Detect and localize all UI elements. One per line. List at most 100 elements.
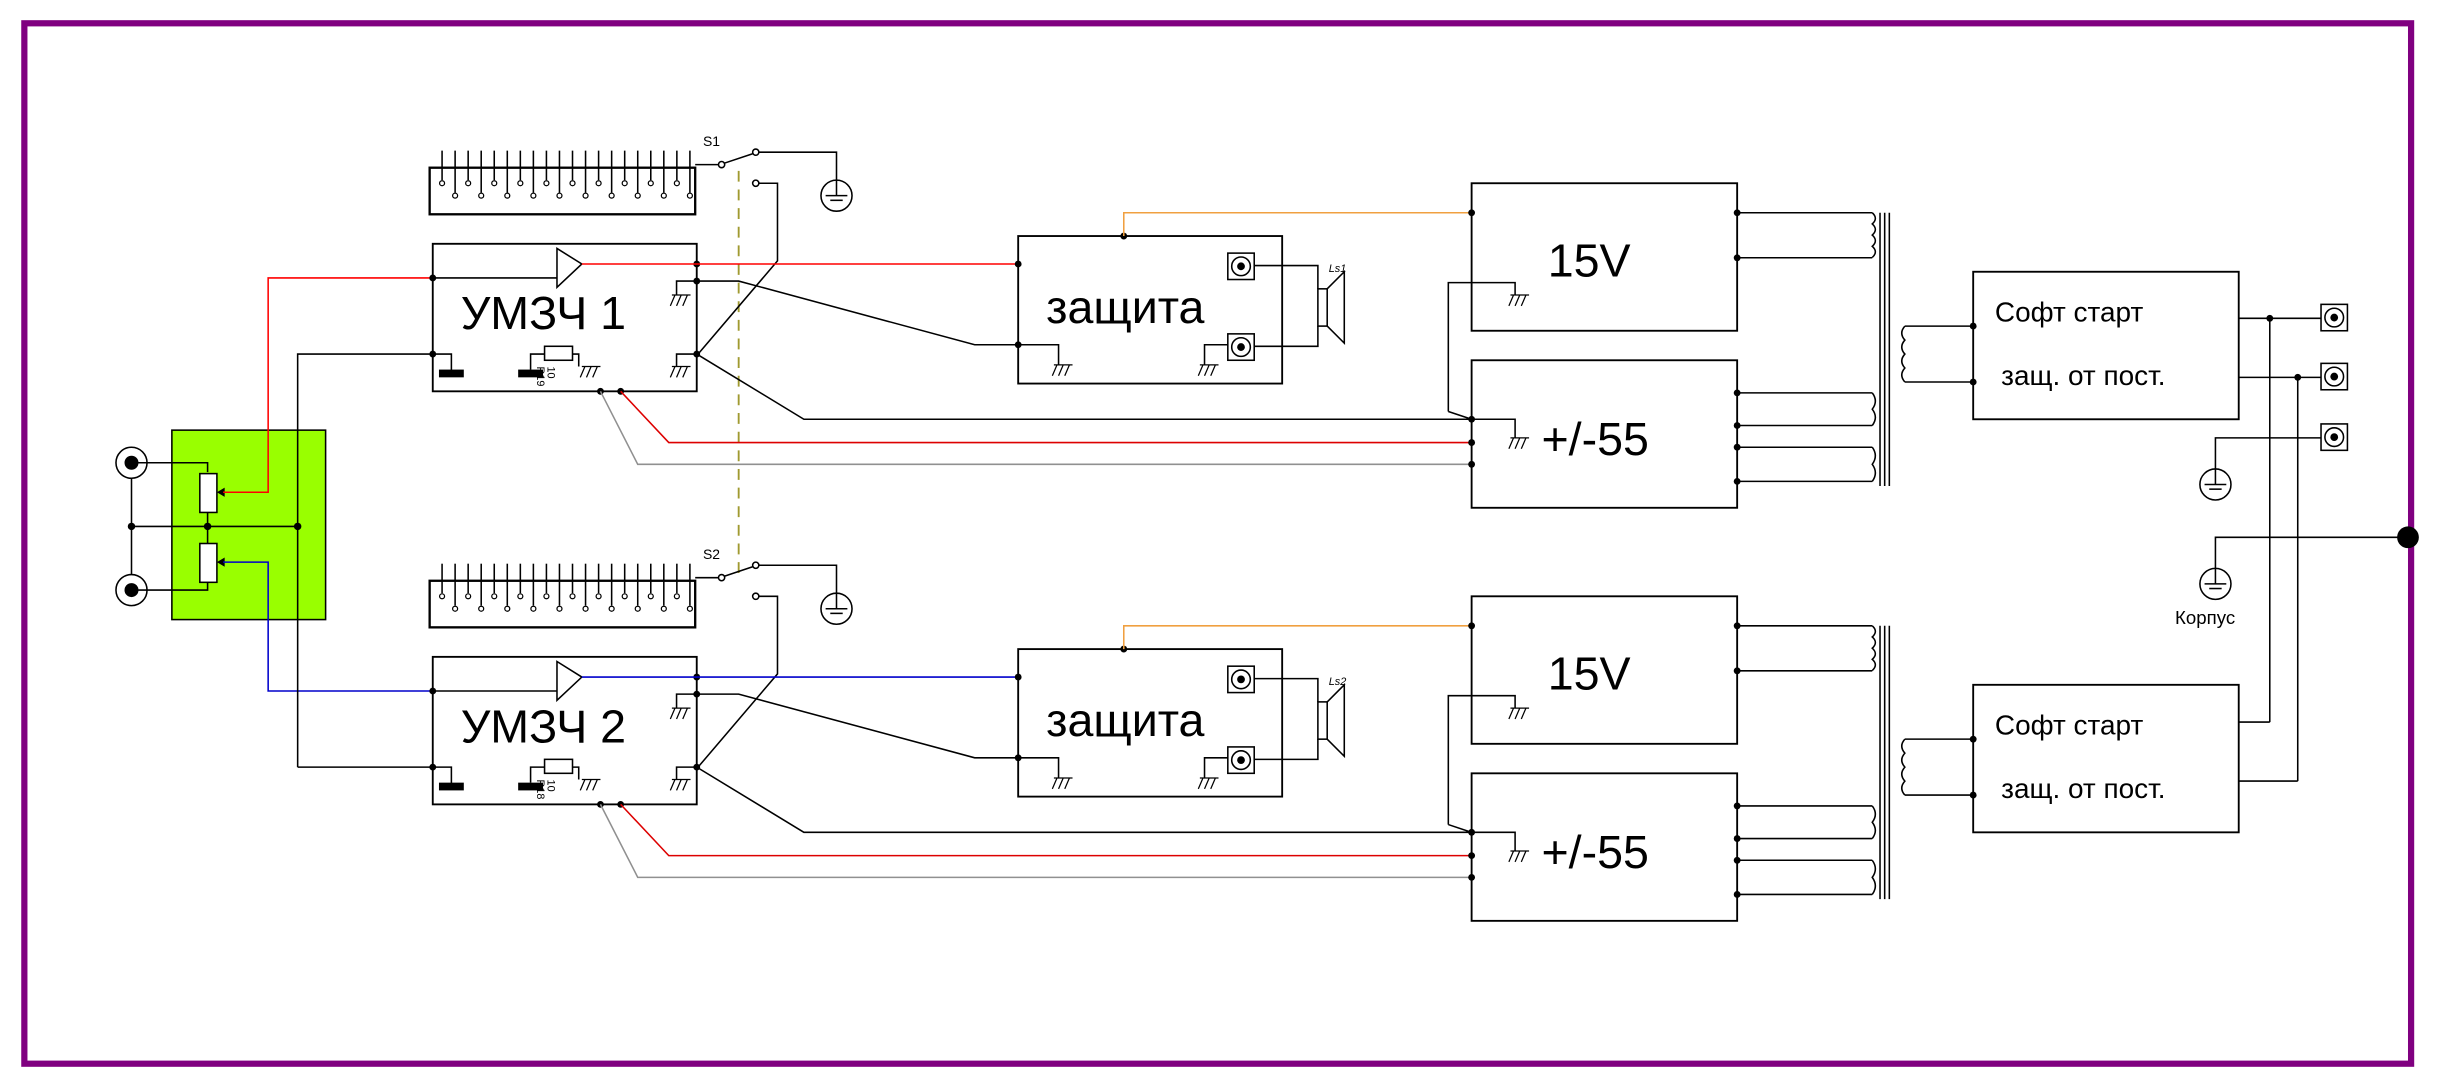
connector-pin-contact: [452, 605, 459, 612]
mute-switch[interactable]: [695, 561, 760, 601]
input-board: [115, 429, 327, 621]
chassis-ground-icon: [669, 294, 691, 307]
connector-pin-contact: [530, 605, 537, 612]
chassis-ground-icon: [669, 778, 691, 791]
speaker-label: Ls1: [1329, 263, 1347, 275]
connector-pin-contact: [478, 605, 485, 612]
connector-pin-contact: [634, 192, 641, 199]
connector-pin-contact: [543, 180, 550, 187]
volume-pot-right-icon: [199, 542, 218, 584]
chassis-node: [2397, 526, 2419, 549]
connector-pin-contact: [647, 593, 654, 600]
switch-label: S1: [703, 133, 720, 149]
connector-pin-contact: [504, 605, 511, 612]
chassis-label: Корпус: [2175, 607, 2235, 628]
connector-pin-contact: [647, 180, 654, 187]
psu-55v-block[interactable]: [1470, 359, 1739, 509]
chassis-ground-icon: [1508, 294, 1530, 307]
resistor-value: 10: [545, 366, 557, 378]
resistor-name: R19: [534, 366, 546, 386]
terminal-block-icon: [438, 782, 464, 791]
chassis-ground-icon: [579, 778, 601, 791]
chassis-ground-icon: [1508, 850, 1530, 863]
protection-label: защита: [1046, 281, 1204, 333]
amplifier-triangle-icon: [556, 660, 584, 703]
chassis-ground-icon: [1508, 437, 1530, 450]
svg-text:10 R19: 10 R19: [534, 366, 557, 386]
terminal-block-icon: [438, 369, 464, 378]
psu-55v-block[interactable]: [1470, 772, 1739, 922]
connector-pin-contact: [438, 593, 446, 600]
connector-pin-contact: [452, 192, 459, 199]
switch-label: S2: [703, 546, 720, 562]
channel-1: S1 УМЗЧ 1 10 R19: [428, 133, 2240, 509]
connector-pin-contact: [465, 180, 472, 187]
amplifier-triangle-icon: [556, 247, 584, 290]
connector-pin-contact: [582, 192, 589, 199]
connector-pin-contact: [569, 593, 576, 600]
transformer-icon: [1737, 625, 1974, 900]
transformer-icon: [1737, 211, 1974, 487]
mute-switch[interactable]: [695, 148, 760, 188]
connector-pin-contact: [660, 605, 667, 612]
psu-15v-label: 15V: [1548, 647, 1631, 699]
connector-pin-contact: [438, 180, 446, 187]
connector-pin-contact: [465, 593, 472, 600]
drawing-frame: [21, 20, 2415, 1067]
connector-pin-contact: [634, 605, 641, 612]
softstart-block[interactable]: [1972, 683, 2240, 834]
psu-15v-block[interactable]: [1470, 182, 1739, 332]
psu-15v-block[interactable]: [1470, 595, 1739, 745]
speaker-terminal-icon: [1227, 252, 1255, 281]
signal-wire-right: [223, 561, 557, 692]
amplifier-label: УМЗЧ 1: [461, 287, 626, 339]
connector-pin-contact: [504, 192, 511, 199]
input-board-area: [171, 429, 327, 621]
connector-pin-contact: [660, 192, 667, 199]
chassis-ground-icon: [1508, 707, 1530, 720]
protection-label: защита: [1046, 694, 1204, 746]
chassis-earth-icon: [2199, 567, 2232, 601]
connector-pin-contact: [582, 605, 589, 612]
softstart-label-line1: Софт старт: [1995, 296, 2144, 327]
connector-pin-contact: [556, 605, 563, 612]
chassis-ground-icon: [669, 707, 691, 720]
chassis-ground-icon: [669, 365, 691, 378]
connector-pin-contact: [478, 192, 485, 199]
earth-ground-icon: [2199, 468, 2232, 501]
connector-pin-contact: [530, 192, 537, 199]
softstart-label-line1: Софт старт: [1995, 710, 2144, 741]
connector-pin-contact: [517, 593, 524, 600]
chassis-ground-icon: [1197, 364, 1219, 377]
chassis-ground-icon: [1197, 777, 1219, 790]
connector-pin-contact: [621, 593, 628, 600]
mains-terminal-icon[interactable]: [2320, 303, 2349, 332]
chassis-ground-icon: [579, 365, 601, 378]
speaker-icon: [1317, 269, 1346, 346]
earth-terminal-icon[interactable]: [2320, 423, 2349, 452]
connector-pin-contact: [608, 605, 615, 612]
resistor-icon: [543, 345, 574, 362]
connector-strip: [428, 166, 697, 216]
resistor-icon: [543, 758, 574, 775]
connector-pin-contact: [517, 180, 524, 187]
mains-terminal-icon[interactable]: [2320, 362, 2349, 391]
earth-ground-icon: [820, 179, 853, 212]
connector-pin-contact: [556, 192, 563, 199]
connector-pin-contact: [673, 180, 680, 187]
speaker-label: Ls2: [1329, 676, 1347, 688]
speaker-terminal-icon: [1227, 333, 1255, 362]
svg-text:10 R18: 10 R18: [534, 780, 557, 800]
chassis-ground-icon: [1051, 777, 1073, 790]
amplifier-label: УМЗЧ 2: [461, 700, 626, 752]
psu-15v-label: 15V: [1548, 234, 1631, 286]
earth-ground-icon: [820, 592, 853, 626]
softstart-block[interactable]: [1972, 270, 2240, 421]
connector-pin-contact: [595, 593, 602, 600]
connector-pin-contact: [491, 593, 498, 600]
speaker-icon: [1317, 682, 1346, 759]
connector-pin-contact: [608, 192, 615, 199]
channel-2: S2 УМЗЧ 2 10 R18: [428, 546, 2240, 922]
connector-pin-contact: [621, 180, 628, 187]
speaker-terminal-icon: [1227, 746, 1255, 775]
